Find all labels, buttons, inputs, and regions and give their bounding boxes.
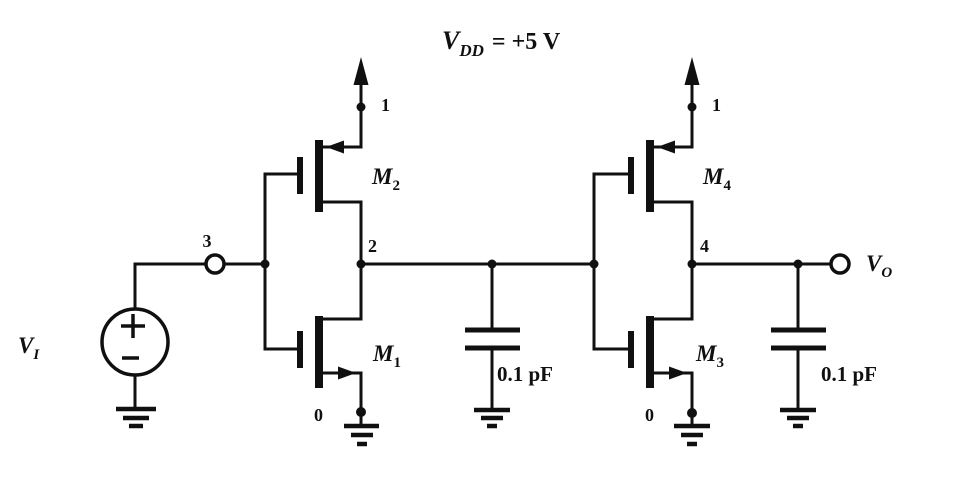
node1-label-1: 1 — [381, 95, 390, 115]
m1-var: M — [372, 341, 395, 366]
ground-icon — [344, 410, 379, 447]
node0-label-2: 0 — [645, 405, 654, 425]
vo-sub: O — [881, 265, 892, 281]
node3-label: 3 — [203, 231, 212, 251]
pmos-source-arrow-icon — [326, 140, 344, 154]
vo-var: V — [866, 251, 883, 276]
load-capacitor-2: 0.1 pF — [771, 262, 877, 429]
vi-var: V — [18, 333, 35, 358]
vi-sub: I — [32, 347, 40, 363]
m1-sub: 1 — [393, 355, 401, 371]
voltage-source-circle — [100, 307, 170, 377]
m3-var: M — [695, 341, 718, 366]
m1-label: M1 — [372, 341, 401, 371]
m3-label: M3 — [695, 341, 724, 371]
input-source-label: VI — [18, 333, 40, 363]
ground-icon — [780, 407, 816, 429]
m1-gate-bar — [297, 331, 303, 368]
m4-label: M4 — [702, 164, 731, 194]
m4-sub: 4 — [723, 178, 731, 194]
m2-label: M2 — [371, 164, 400, 194]
inverter-1: 1 M2 2 M1 0 — [263, 57, 401, 447]
output-label: VO — [866, 251, 892, 281]
pmos-source-arrow-icon — [657, 140, 675, 154]
inverter-2: 1 M4 4 M3 0 — [589, 57, 731, 447]
m2-gate-bar — [297, 157, 303, 194]
nmos-source-arrow-icon — [669, 366, 687, 380]
m2-sub: 2 — [392, 178, 400, 194]
m4-channel-bar — [646, 140, 654, 212]
plus-icon — [121, 314, 145, 338]
supply-sub: DD — [458, 41, 484, 60]
vdd-arrow-icon — [684, 57, 700, 85]
m4-var: M — [702, 164, 725, 189]
output-terminal-circle — [829, 253, 851, 275]
load-capacitor-1: 0.1 pF — [465, 259, 553, 429]
ground-icon — [116, 406, 156, 429]
node1-label-2: 1 — [712, 95, 721, 115]
m3-channel-bar — [646, 316, 654, 388]
m3-sub: 3 — [716, 355, 724, 371]
nmos-source-arrow-icon — [338, 366, 356, 380]
node0-label-1: 0 — [314, 405, 323, 425]
m3-gate-bar — [628, 331, 634, 368]
node2-label: 2 — [368, 236, 377, 256]
m1-channel-bar — [315, 316, 323, 388]
gate2-junction-dot — [589, 259, 599, 269]
m2-channel-bar — [315, 140, 323, 212]
cap1-value-label: 0.1 pF — [497, 362, 553, 386]
ground-icon — [474, 407, 510, 429]
m2-var: M — [371, 164, 394, 189]
supply-value: = +5 V — [492, 29, 561, 55]
ground-icon — [674, 411, 710, 447]
supply-var: V — [442, 26, 462, 55]
input-node: 3 — [133, 231, 270, 275]
input-terminal-circle — [204, 253, 226, 275]
input-voltage-source: VI — [18, 262, 170, 429]
output-node: VO — [690, 251, 892, 281]
node4-label: 4 — [700, 236, 709, 256]
vdd-arrow-icon — [353, 57, 369, 85]
supply-voltage-label: VDD = +5 V — [442, 26, 561, 60]
cap2-value-label: 0.1 pF — [821, 362, 877, 386]
m4-gate-bar — [628, 157, 634, 194]
